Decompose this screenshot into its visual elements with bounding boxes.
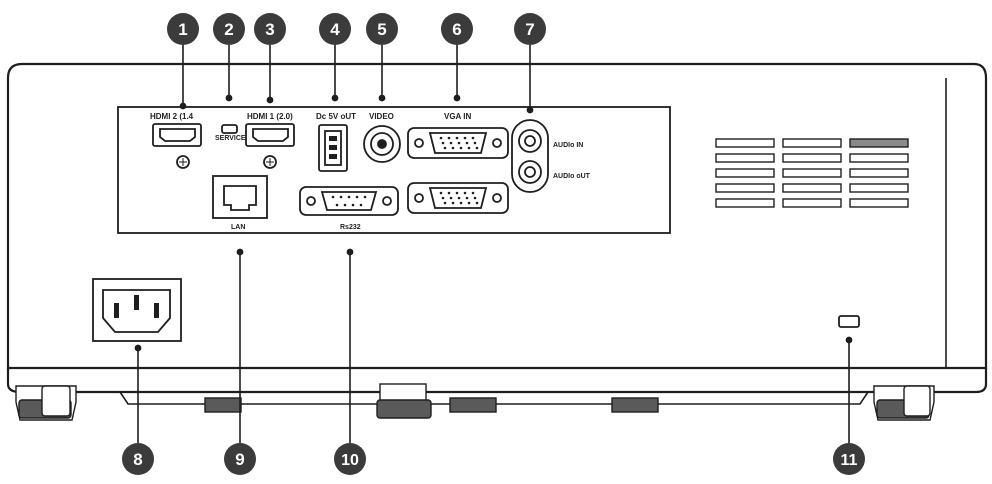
io-panel: [117, 106, 671, 234]
security-lock-slot: [838, 315, 860, 328]
vent-grille: [715, 138, 909, 208]
callout-11: 11: [833, 443, 865, 475]
rs232-port: [299, 186, 399, 216]
svg-text:10: 10: [341, 452, 359, 469]
hdmi2-label: HDMI 2 (1.4: [150, 112, 194, 121]
callout-3: 3: [254, 13, 286, 45]
dc5v-out-label: Dc 5V oUT: [316, 112, 356, 121]
hdmi2-port: [152, 123, 202, 169]
callout-5: 5: [366, 13, 398, 45]
svg-text:8: 8: [133, 450, 142, 469]
callout-8: 8: [122, 443, 154, 475]
vga-in-label: VGA IN: [444, 112, 471, 121]
rs232-label: Rs232: [340, 224, 361, 231]
svg-text:5: 5: [377, 20, 386, 39]
dc5v-usb-port: [318, 124, 348, 172]
ac-power-inlet: [92, 278, 182, 342]
svg-text:6: 6: [452, 20, 461, 39]
audio-ports: [511, 119, 549, 193]
lan-label: LAN: [231, 224, 245, 231]
svg-text:7: 7: [525, 20, 534, 39]
svg-text:1: 1: [178, 20, 187, 39]
svg-text:4: 4: [330, 20, 340, 39]
callout-7: 7: [514, 13, 546, 45]
callout-1: 1: [167, 13, 199, 45]
callout-10: 10: [334, 443, 366, 475]
leader-lines: [134, 45, 853, 443]
lan-port: [212, 175, 268, 219]
hdmi1-port: [245, 123, 295, 169]
callout-6: 6: [441, 13, 473, 45]
audio-in-label: AUDIo IN: [553, 142, 583, 149]
callout-2: 2: [213, 13, 245, 45]
service-label: SERVICE: [215, 135, 246, 142]
svg-text:3: 3: [265, 20, 274, 39]
svg-text:11: 11: [841, 452, 858, 469]
svg-text:9: 9: [235, 450, 244, 469]
callout-9: 9: [224, 443, 256, 475]
audio-out-label: AUDIo oUT: [553, 173, 591, 180]
service-port: [221, 124, 238, 134]
vga-in-port: [407, 127, 509, 159]
svg-text:2: 2: [224, 20, 233, 39]
projector-feet: [15, 383, 935, 421]
callout-4: 4: [319, 13, 351, 45]
video-rca-port: [363, 125, 401, 163]
hdmi1-label: HDMI 1 (2.0): [247, 112, 293, 121]
vga-port-lower: [407, 182, 509, 214]
video-label: VIDEO: [369, 112, 394, 121]
